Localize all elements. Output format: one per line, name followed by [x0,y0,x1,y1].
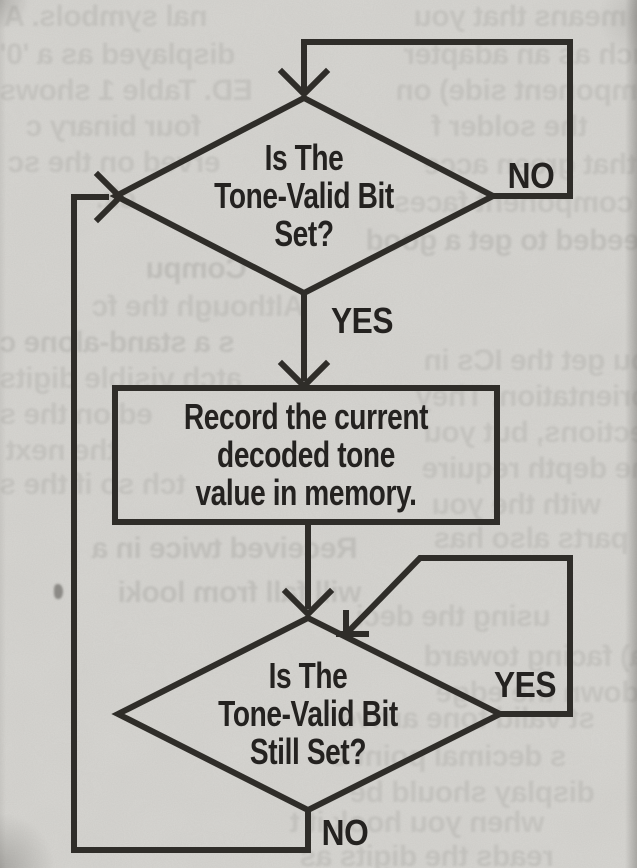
edge-decision2-no-return-loop [71,194,311,853]
decision2-no-label: NO [321,812,369,853]
decision1-yes-label: YES [330,300,394,341]
decision2-yes-label: YES [493,664,557,705]
decision1-text: Is The Tone-Valid Bit Set? [214,137,394,254]
arrowhead-into-decision2-top [281,587,335,619]
arrowhead-into-decision1-left [93,170,125,224]
decision1-no-label: NO [507,155,555,196]
ink-smudge [54,584,63,599]
process1-text: Record the current decoded tone value in… [183,396,429,513]
edge-decision1-no-loop [301,39,573,199]
decision2-text: Is The Tone-Valid Bit Still Set? [218,655,398,772]
edge-decision2-yes-loop [341,555,573,717]
arrowhead-into-decision2-edge [336,610,369,637]
arrowhead-into-decision1-top [277,67,331,99]
